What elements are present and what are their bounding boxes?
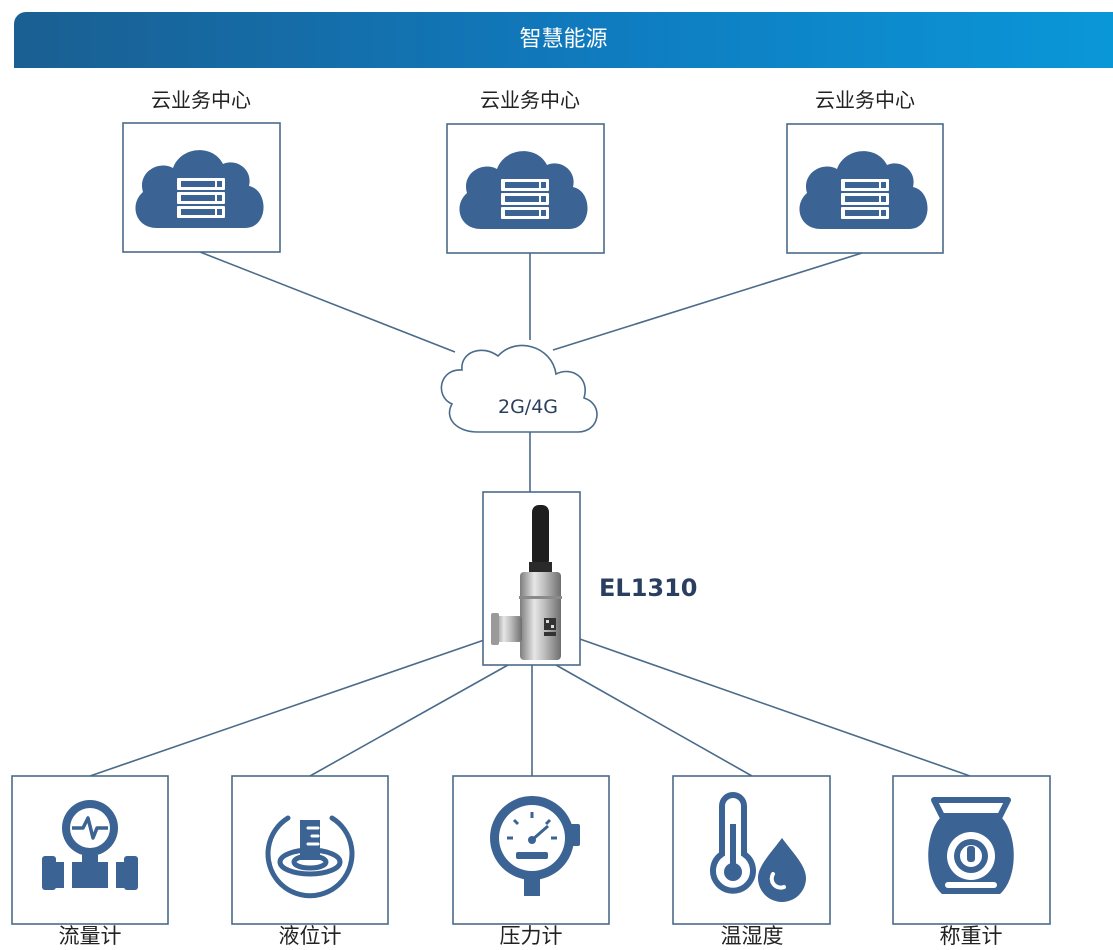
network-cloud-icon	[440, 344, 598, 433]
sensor-label-flow-meter: 流量计	[58, 924, 122, 948]
link-device-sensor-2	[309, 664, 509, 777]
link-device-sensor-1	[89, 637, 491, 777]
sensor-box-weighing-scale	[892, 775, 1051, 925]
link-cloud-1-network	[199, 251, 456, 353]
link-device-sensor-4	[555, 664, 753, 777]
cloud-center-label: 云业务中心	[151, 88, 251, 112]
link-cloud-3-network	[552, 252, 863, 351]
cloud-center-box	[786, 123, 944, 254]
cloud-center-box	[122, 122, 281, 253]
sensor-box-level-meter	[231, 775, 389, 925]
connection-lines	[89, 251, 971, 777]
level-meter-icon	[265, 815, 355, 899]
title-banner: 智慧能源	[14, 12, 1113, 68]
network-label: 2G/4G	[497, 396, 559, 418]
cloud-server-icon	[135, 150, 264, 228]
sensor-box-pressure-gauge	[452, 775, 610, 925]
cloud-server-icon	[799, 151, 928, 229]
device-box	[482, 491, 581, 666]
link-device-sensor-5	[576, 637, 971, 777]
weighing-scale-icon	[928, 797, 1014, 894]
pressure-gauge-icon	[490, 796, 580, 896]
sensor-label-pressure-gauge: 压力计	[499, 924, 563, 948]
cloud-center-label: 云业务中心	[815, 88, 915, 112]
cloud-server-icon	[459, 151, 588, 229]
pressure-transmitter-device	[491, 505, 562, 660]
sensor-box-temperature-humidity	[672, 775, 831, 925]
sensor-label-temperature-humidity: 温湿度	[720, 924, 784, 948]
sensor-label-level-meter: 液位计	[278, 924, 342, 948]
thermometer-humidity-icon	[710, 792, 806, 902]
cloud-center-box	[446, 123, 605, 254]
sensor-box-flow-meter	[11, 775, 169, 925]
flow-meter-icon	[42, 800, 138, 892]
page-title: 智慧能源	[519, 27, 608, 52]
cloud-center-label: 云业务中心	[480, 88, 580, 112]
device-label: EL1310	[599, 574, 698, 602]
sensor-label-weighing-scale: 称重计	[939, 924, 1003, 948]
